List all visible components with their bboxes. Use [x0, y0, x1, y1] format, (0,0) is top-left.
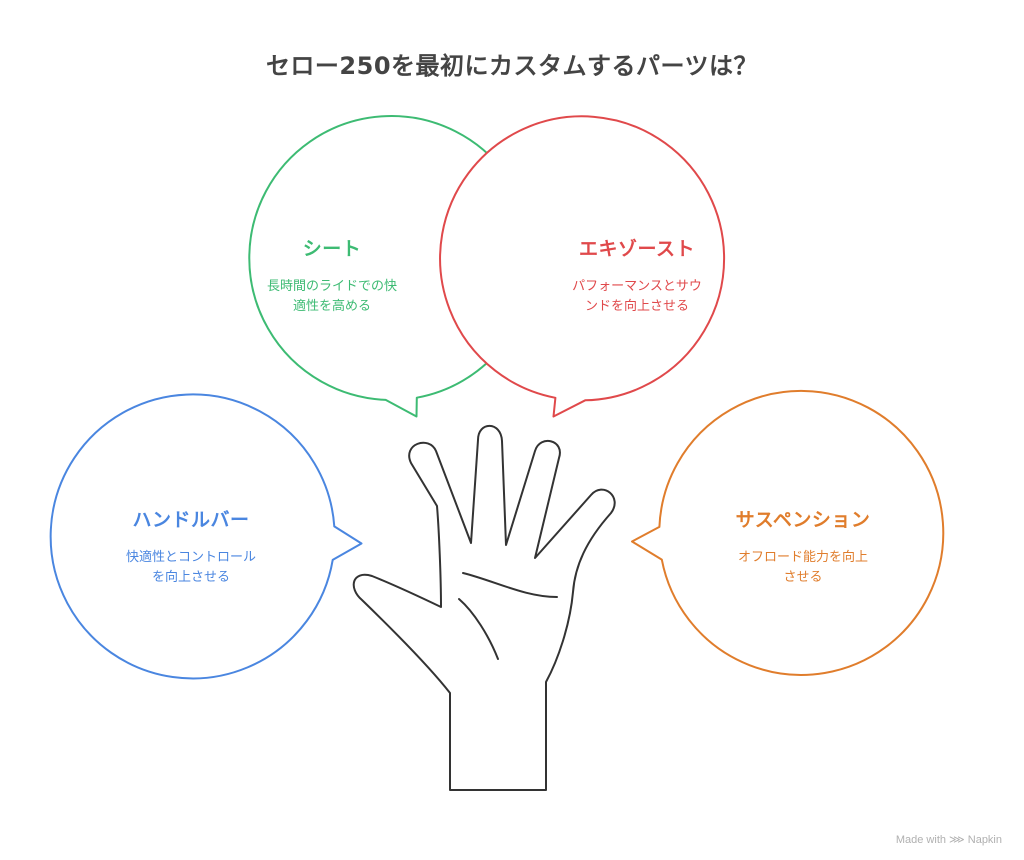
exhaust-title: エキゾースト — [578, 238, 696, 260]
suspension-bubble — [631, 389, 945, 676]
seat-desc-line1: 長時間のライドでの快 — [266, 279, 397, 294]
napkin-watermark: Made with ⋙ Napkin — [895, 834, 1002, 846]
suspension-title: サスペンション — [735, 509, 871, 531]
exhaust-desc-line1: パフォーマンスとサウ — [572, 279, 702, 294]
suspension-text: サスペンション オフロード能力を向上 させる — [693, 505, 913, 588]
handlebar-desc-line2: を向上させる — [151, 570, 230, 585]
handlebar-text: ハンドルバー 快適性とコントロール を向上させる — [81, 505, 301, 588]
handlebar-title: ハンドルバー — [132, 509, 250, 531]
exhaust-desc-line2: ンドを向上させる — [584, 299, 689, 314]
seat-desc: 長時間のライドでの快 適性を高める — [222, 277, 442, 317]
page-title: セロー250を最初にカスタムするパーツは？ — [265, 52, 759, 80]
handlebar-bubble — [49, 393, 363, 680]
handlebar-desc: 快適性とコントロール を向上させる — [81, 548, 301, 588]
suspension-desc: オフロード能力を向上 させる — [693, 548, 913, 588]
exhaust-bubble — [439, 115, 726, 418]
seat-desc-line2: 適性を高める — [292, 299, 371, 314]
exhaust-text: エキゾースト パフォーマンスとサウ ンドを向上させる — [527, 234, 747, 317]
handlebar-desc-line1: 快適性とコントロール — [125, 550, 256, 565]
seat-title: シート — [302, 238, 362, 260]
seat-text: シート 長時間のライドでの快 適性を高める — [222, 234, 442, 317]
exhaust-desc: パフォーマンスとサウ ンドを向上させる — [527, 277, 747, 317]
hand-icon — [352, 424, 616, 791]
suspension-desc-line1: オフロード能力を向上 — [737, 550, 868, 565]
suspension-desc-line2: させる — [783, 570, 823, 585]
